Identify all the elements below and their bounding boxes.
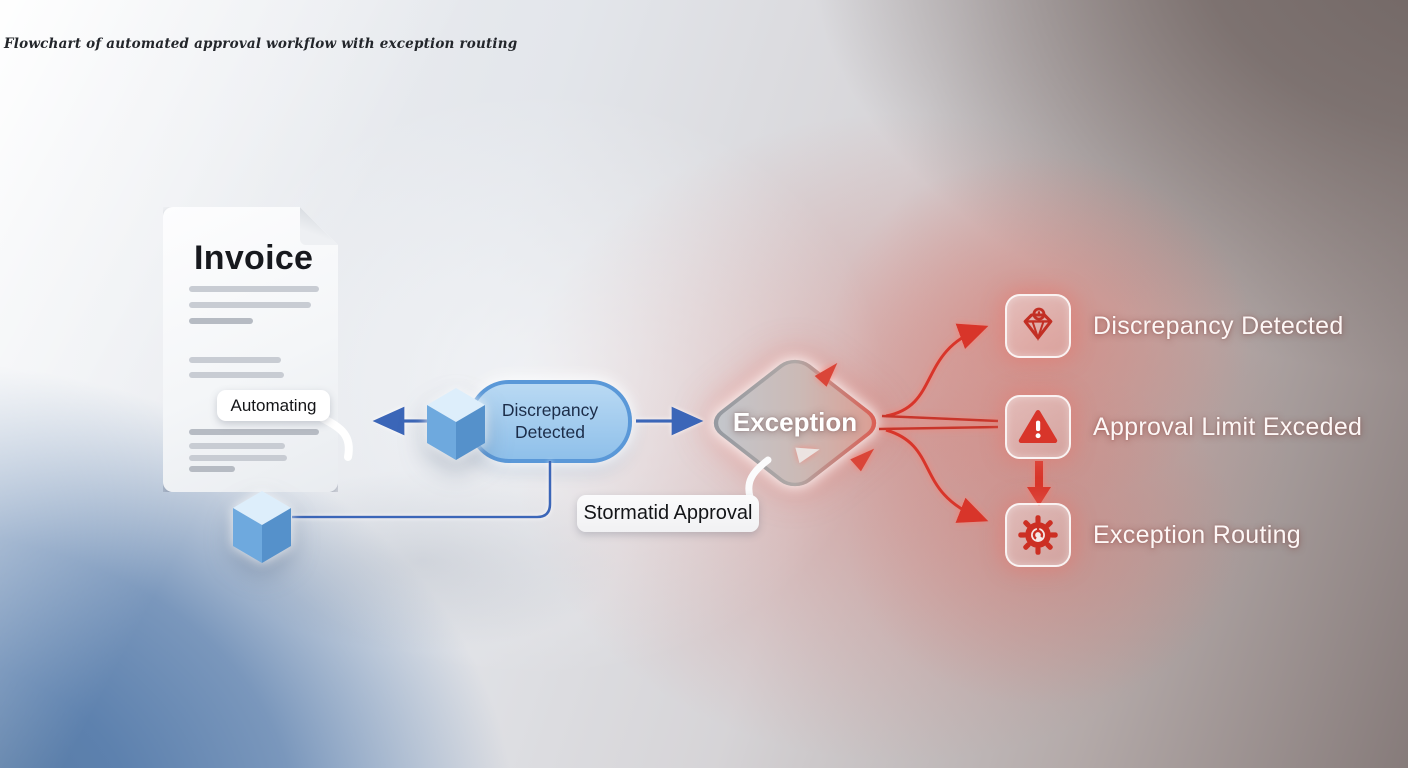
invoice-text-line — [189, 455, 287, 461]
invoice-text-line — [189, 372, 284, 378]
discrepancy-node-line2: Detected — [514, 421, 586, 442]
automating-tag-label: Automating — [230, 395, 317, 415]
gem-alert-icon — [1023, 307, 1053, 342]
invoice-text-line — [189, 357, 281, 363]
invoice-heading: Invoice — [194, 239, 314, 277]
invoice-text-line — [189, 429, 319, 435]
outcome-label: Approval Limit Exceded — [1093, 412, 1363, 441]
invoice-text-line — [189, 302, 311, 308]
image-caption: Flowchart of automated approval workflow… — [4, 36, 518, 52]
exception-diamond-label: Exception — [732, 407, 858, 437]
approval-tag: Stormatid Approval — [577, 495, 759, 532]
outcome-row-discrepancy-detected: Discrepancy Detected — [1005, 294, 1344, 358]
curve-diamond-to-discrepancy — [885, 323, 989, 418]
discrepancy-node-line1: Discrepancy — [501, 399, 599, 420]
line-diamond-to-limit-upper — [881, 414, 999, 423]
diamond-edge-arrow-bottom-icon — [850, 448, 875, 472]
warning-triangle-icon — [1018, 410, 1058, 444]
invoice-text-line — [189, 286, 319, 292]
approval-tag-label: Stormatid Approval — [583, 502, 753, 524]
invoice-document: Invoice — [163, 207, 338, 492]
outcome-row-approval-limit: Approval Limit Exceded — [1005, 395, 1362, 459]
gear-icon — [1018, 515, 1058, 555]
cube-icon — [233, 491, 291, 563]
outcome-icon-box — [1005, 294, 1071, 358]
outcome-icon-box — [1005, 395, 1071, 459]
invoice-text-line — [189, 466, 235, 472]
line-diamond-to-limit-lower — [878, 425, 999, 431]
invoice-text-line — [189, 318, 253, 324]
automating-tag: Automating — [217, 390, 330, 421]
invoice-text-line — [189, 443, 285, 449]
outcome-label: Exception Routing — [1093, 520, 1302, 549]
discrepancy-detected-node: Discrepancy Detected — [468, 380, 632, 463]
outcome-row-exception-routing: Exception Routing — [1005, 503, 1301, 567]
curve-diamond-to-routing — [885, 428, 989, 523]
outcome-icon-box — [1005, 503, 1071, 567]
outcome-label: Discrepancy Detected — [1093, 311, 1344, 340]
